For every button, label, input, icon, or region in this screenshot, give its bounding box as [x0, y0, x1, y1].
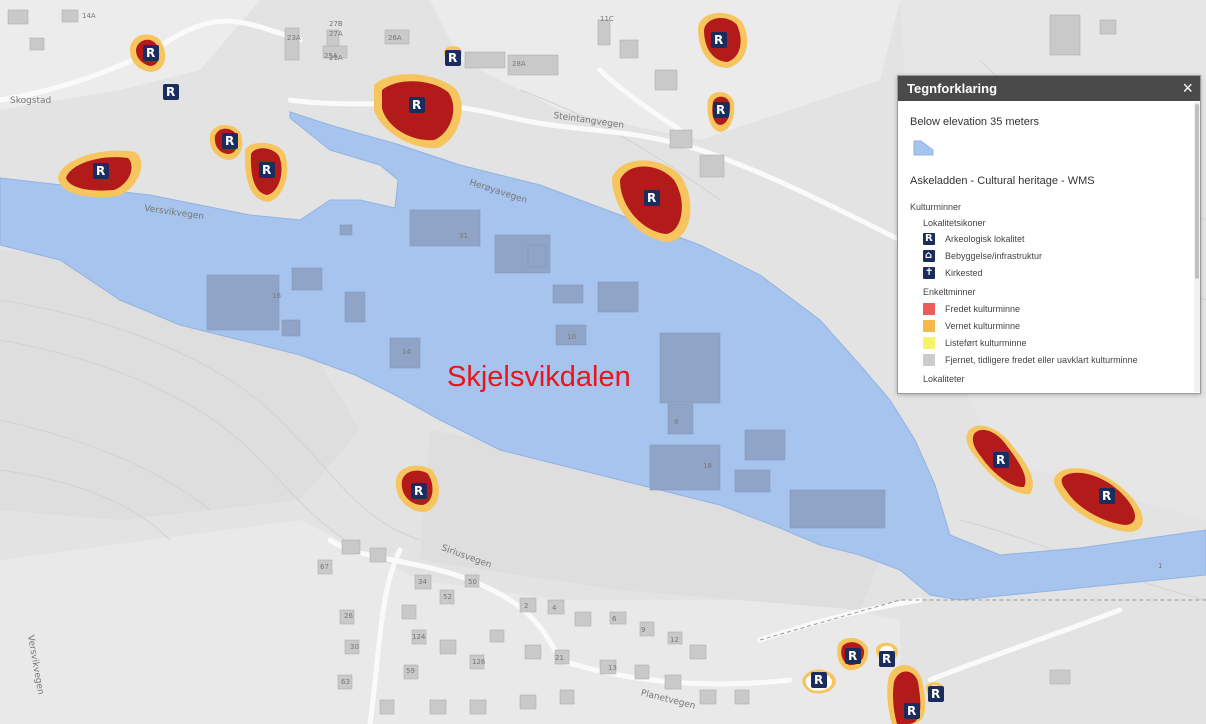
heritage-marker[interactable]: R	[811, 672, 827, 688]
address-number: 34	[418, 578, 427, 586]
listefort-swatch	[923, 337, 935, 349]
vernet-swatch	[923, 320, 935, 332]
archaeology-icon: R	[923, 233, 935, 245]
heritage-marker[interactable]: R	[259, 162, 275, 178]
heritage-marker[interactable]: R	[411, 483, 427, 499]
legend-body[interactable]: Below elevation 35 meters Askeladden - C…	[910, 116, 1138, 384]
legend-header: Tegnforklaring ×	[898, 76, 1200, 101]
address-number: 10	[567, 333, 576, 341]
address-number: 59	[406, 667, 415, 675]
heritage-marker[interactable]: R	[904, 703, 920, 719]
heritage-marker[interactable]: R	[143, 45, 159, 61]
address-number: 31	[459, 232, 468, 240]
address-number: 27B	[329, 20, 343, 28]
heritage-marker[interactable]: R	[711, 32, 727, 48]
heritage-marker[interactable]: R	[713, 102, 729, 118]
heritage-marker[interactable]: R	[445, 50, 461, 66]
address-number: 1	[1158, 562, 1163, 570]
place-label: Skogstad	[10, 96, 52, 106]
heritage-marker[interactable]: R	[1099, 488, 1115, 504]
address-number: 26A	[388, 34, 402, 42]
address-number: 11C	[600, 15, 614, 23]
close-icon[interactable]: ×	[1182, 78, 1193, 98]
fredet-swatch	[923, 303, 935, 315]
heritage-marker[interactable]: R	[879, 651, 895, 667]
address-number: 124	[412, 633, 426, 641]
address-number: 21A	[329, 54, 343, 62]
scrollbar-thumb[interactable]	[1195, 104, 1199, 279]
address-number: 8	[674, 418, 679, 426]
heritage-marker[interactable]: R	[409, 97, 425, 113]
address-number: 9	[641, 626, 646, 634]
address-number: 63	[341, 678, 350, 686]
address-number: 12	[670, 636, 679, 644]
address-number: 14	[402, 348, 411, 356]
legend-title: Tegnforklaring	[907, 81, 998, 96]
address-number: 4	[552, 604, 557, 612]
group-enkeltminner: Enkeltminner	[923, 287, 976, 297]
fjernet-swatch	[923, 354, 935, 366]
heritage-marker[interactable]: R	[644, 190, 660, 206]
heritage-marker[interactable]: R	[928, 686, 944, 702]
heritage-marker[interactable]: R	[222, 133, 238, 149]
address-number: 6	[612, 615, 617, 623]
legend-panel: Tegnforklaring × Below elevation 35 mete…	[897, 75, 1201, 394]
address-number: 16	[272, 292, 281, 300]
group-lokalitetsikoner: Lokalitetsikoner	[923, 218, 986, 228]
address-number: 30	[350, 643, 359, 651]
heritage-marker[interactable]: R	[993, 452, 1009, 468]
elevation-area	[0, 111, 1206, 601]
group-lokaliteter: Lokaliteter	[923, 374, 965, 384]
area-label: Skjelsvikdalen	[447, 361, 631, 393]
elevation-swatch	[913, 140, 934, 156]
address-number: 26	[344, 612, 353, 620]
heritage-marker[interactable]: R	[93, 163, 109, 179]
group-kulturminner: Kulturminner	[910, 202, 962, 212]
address-number: 2	[524, 602, 529, 610]
address-number: 52	[443, 593, 452, 601]
address-number: 23A	[287, 34, 301, 42]
layer-title-elevation: Below elevation 35 meters	[910, 116, 1040, 128]
address-number: 13	[608, 664, 617, 672]
address-number: 50	[468, 578, 477, 586]
church-icon: ✝	[923, 267, 935, 279]
address-number: 27A	[329, 30, 343, 38]
address-number: 21	[555, 654, 564, 662]
address-number: 14A	[82, 12, 96, 20]
legend-scrollbar[interactable]	[1194, 102, 1200, 392]
address-number: 67	[320, 563, 329, 571]
heritage-marker[interactable]: R	[163, 84, 179, 100]
address-number: 18	[703, 462, 712, 470]
building-icon: ⌂	[923, 250, 935, 262]
address-number: 28A	[512, 60, 526, 68]
address-number: 25A	[324, 52, 338, 60]
address-number: 126	[472, 658, 486, 666]
heritage-marker[interactable]: R	[845, 648, 861, 664]
layer-title-askeladden: Askeladden - Cultural heritage - WMS	[910, 175, 1095, 187]
